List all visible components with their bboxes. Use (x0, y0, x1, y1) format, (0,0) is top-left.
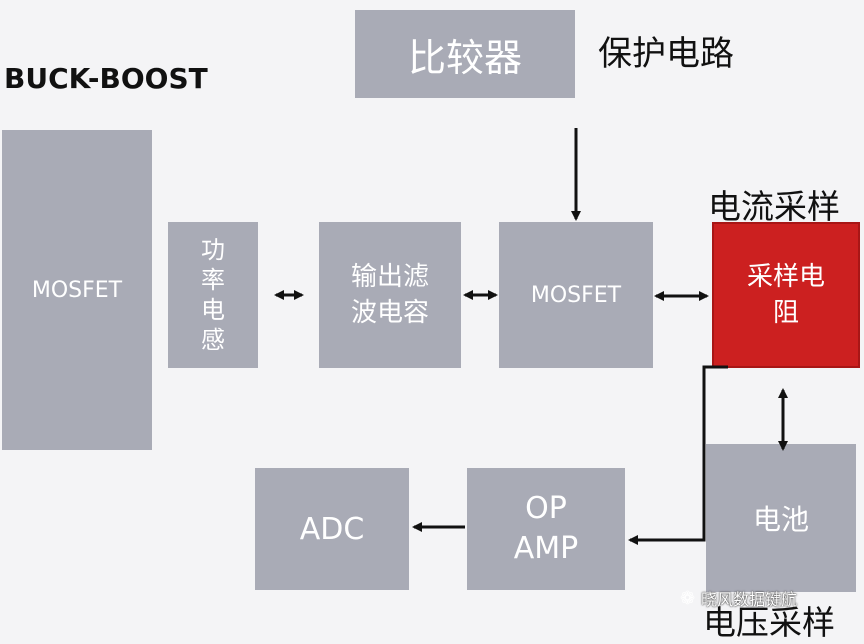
op-amp-label: OP AMP (513, 491, 579, 566)
adc-block: ADC (255, 468, 409, 590)
mosfet-center-block: MOSFET (499, 222, 653, 368)
adc-label: ADC (299, 511, 365, 547)
output-filter-capacitor-label: 输出滤 波电容 (350, 262, 429, 328)
watermark-text: 晓风数据键航 (701, 590, 798, 609)
wire-sense-to-opamp (628, 365, 728, 545)
diagram-title: BUCK-BOOST (4, 62, 208, 95)
comparator-block: 比较器 (355, 10, 575, 98)
power-inductor-block: 功 率 电 感 (168, 222, 258, 368)
watermark: ❁ 晓风数据键航 (680, 586, 797, 610)
wechat-icon: ❁ (680, 587, 696, 609)
battery-label: 电池 (752, 503, 809, 536)
mosfet-left-label: MOSFET (31, 277, 123, 303)
protection-circuit-label: 保护电路 (598, 34, 734, 74)
comparator-label: 比较器 (407, 35, 522, 80)
current-sampling-label: 电流采样 (708, 187, 840, 226)
output-filter-capacitor-block: 输出滤 波电容 (319, 222, 461, 368)
sampling-resistor-label: 采样电 阻 (746, 262, 825, 328)
battery-block: 电池 (706, 444, 856, 592)
op-amp-block: OP AMP (467, 468, 625, 590)
power-inductor-label: 功 率 电 感 (201, 236, 225, 354)
mosfet-left-block: MOSFET (2, 130, 152, 450)
sampling-resistor-block: 采样电 阻 (712, 222, 860, 368)
mosfet-center-label: MOSFET (530, 282, 622, 308)
